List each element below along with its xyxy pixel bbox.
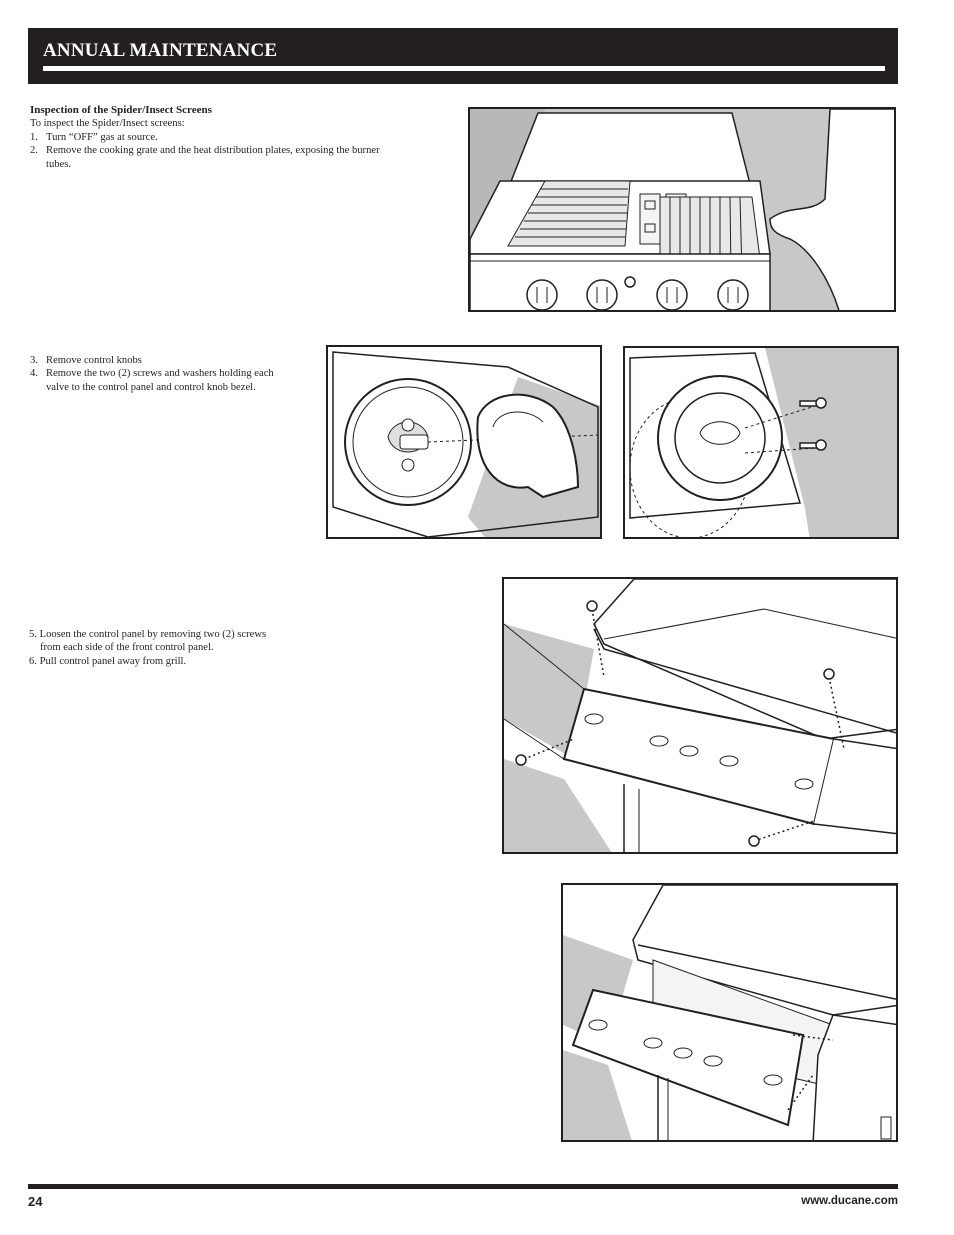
- control-panel-instructions: 5. Loosen the control panel by removing …: [29, 628, 266, 668]
- page-title: ANNUAL MAINTENANCE: [43, 40, 278, 61]
- step-5: 5. Loosen the control panel by removing …: [29, 629, 267, 640]
- step-2-continued: tubes.: [46, 158, 72, 170]
- inspection-instructions: Inspection of the Spider/Insect Screens …: [30, 104, 380, 171]
- step-4-continued: valve to the control panel and control k…: [46, 381, 256, 393]
- knob-removal-illustration: [328, 347, 600, 537]
- step-2: 2.Remove the cooking grate and the heat …: [30, 145, 380, 157]
- section-header: ANNUAL MAINTENANCE: [28, 28, 898, 84]
- control-panel-screws-illustration: [504, 579, 896, 852]
- control-panel-removed-illustration: [563, 885, 896, 1140]
- footer-rule: [28, 1184, 898, 1189]
- intro-text: To inspect the Spider/Insect screens:: [30, 118, 185, 130]
- control-panel-screws-figure: [502, 577, 898, 854]
- header-rule: [43, 66, 885, 71]
- section-heading: Inspection of the Spider/Insect Screens: [30, 104, 212, 116]
- grill-burner-illustration: [470, 109, 894, 310]
- step-6: 6. Pull control panel away from grill.: [29, 655, 187, 667]
- step-5-continued: from each side of the front control pane…: [40, 642, 214, 654]
- knob-removal-instructions: 3.Remove control knobs 4.Remove the two …: [30, 354, 274, 394]
- bezel-screws-figure: [623, 346, 899, 539]
- step-4: 4.Remove the two (2) screws and washers …: [30, 368, 274, 380]
- page-number: 24: [28, 1194, 43, 1209]
- website-link[interactable]: www.ducane.com: [801, 1195, 898, 1207]
- grill-burner-figure: [468, 107, 896, 312]
- step-3: 3.Remove control knobs: [30, 355, 142, 366]
- bezel-screws-illustration: [625, 348, 897, 537]
- step-1: 1.Turn “OFF” gas at source.: [30, 131, 158, 143]
- control-panel-removed-figure: [561, 883, 898, 1142]
- knob-removal-figure: [326, 345, 602, 539]
